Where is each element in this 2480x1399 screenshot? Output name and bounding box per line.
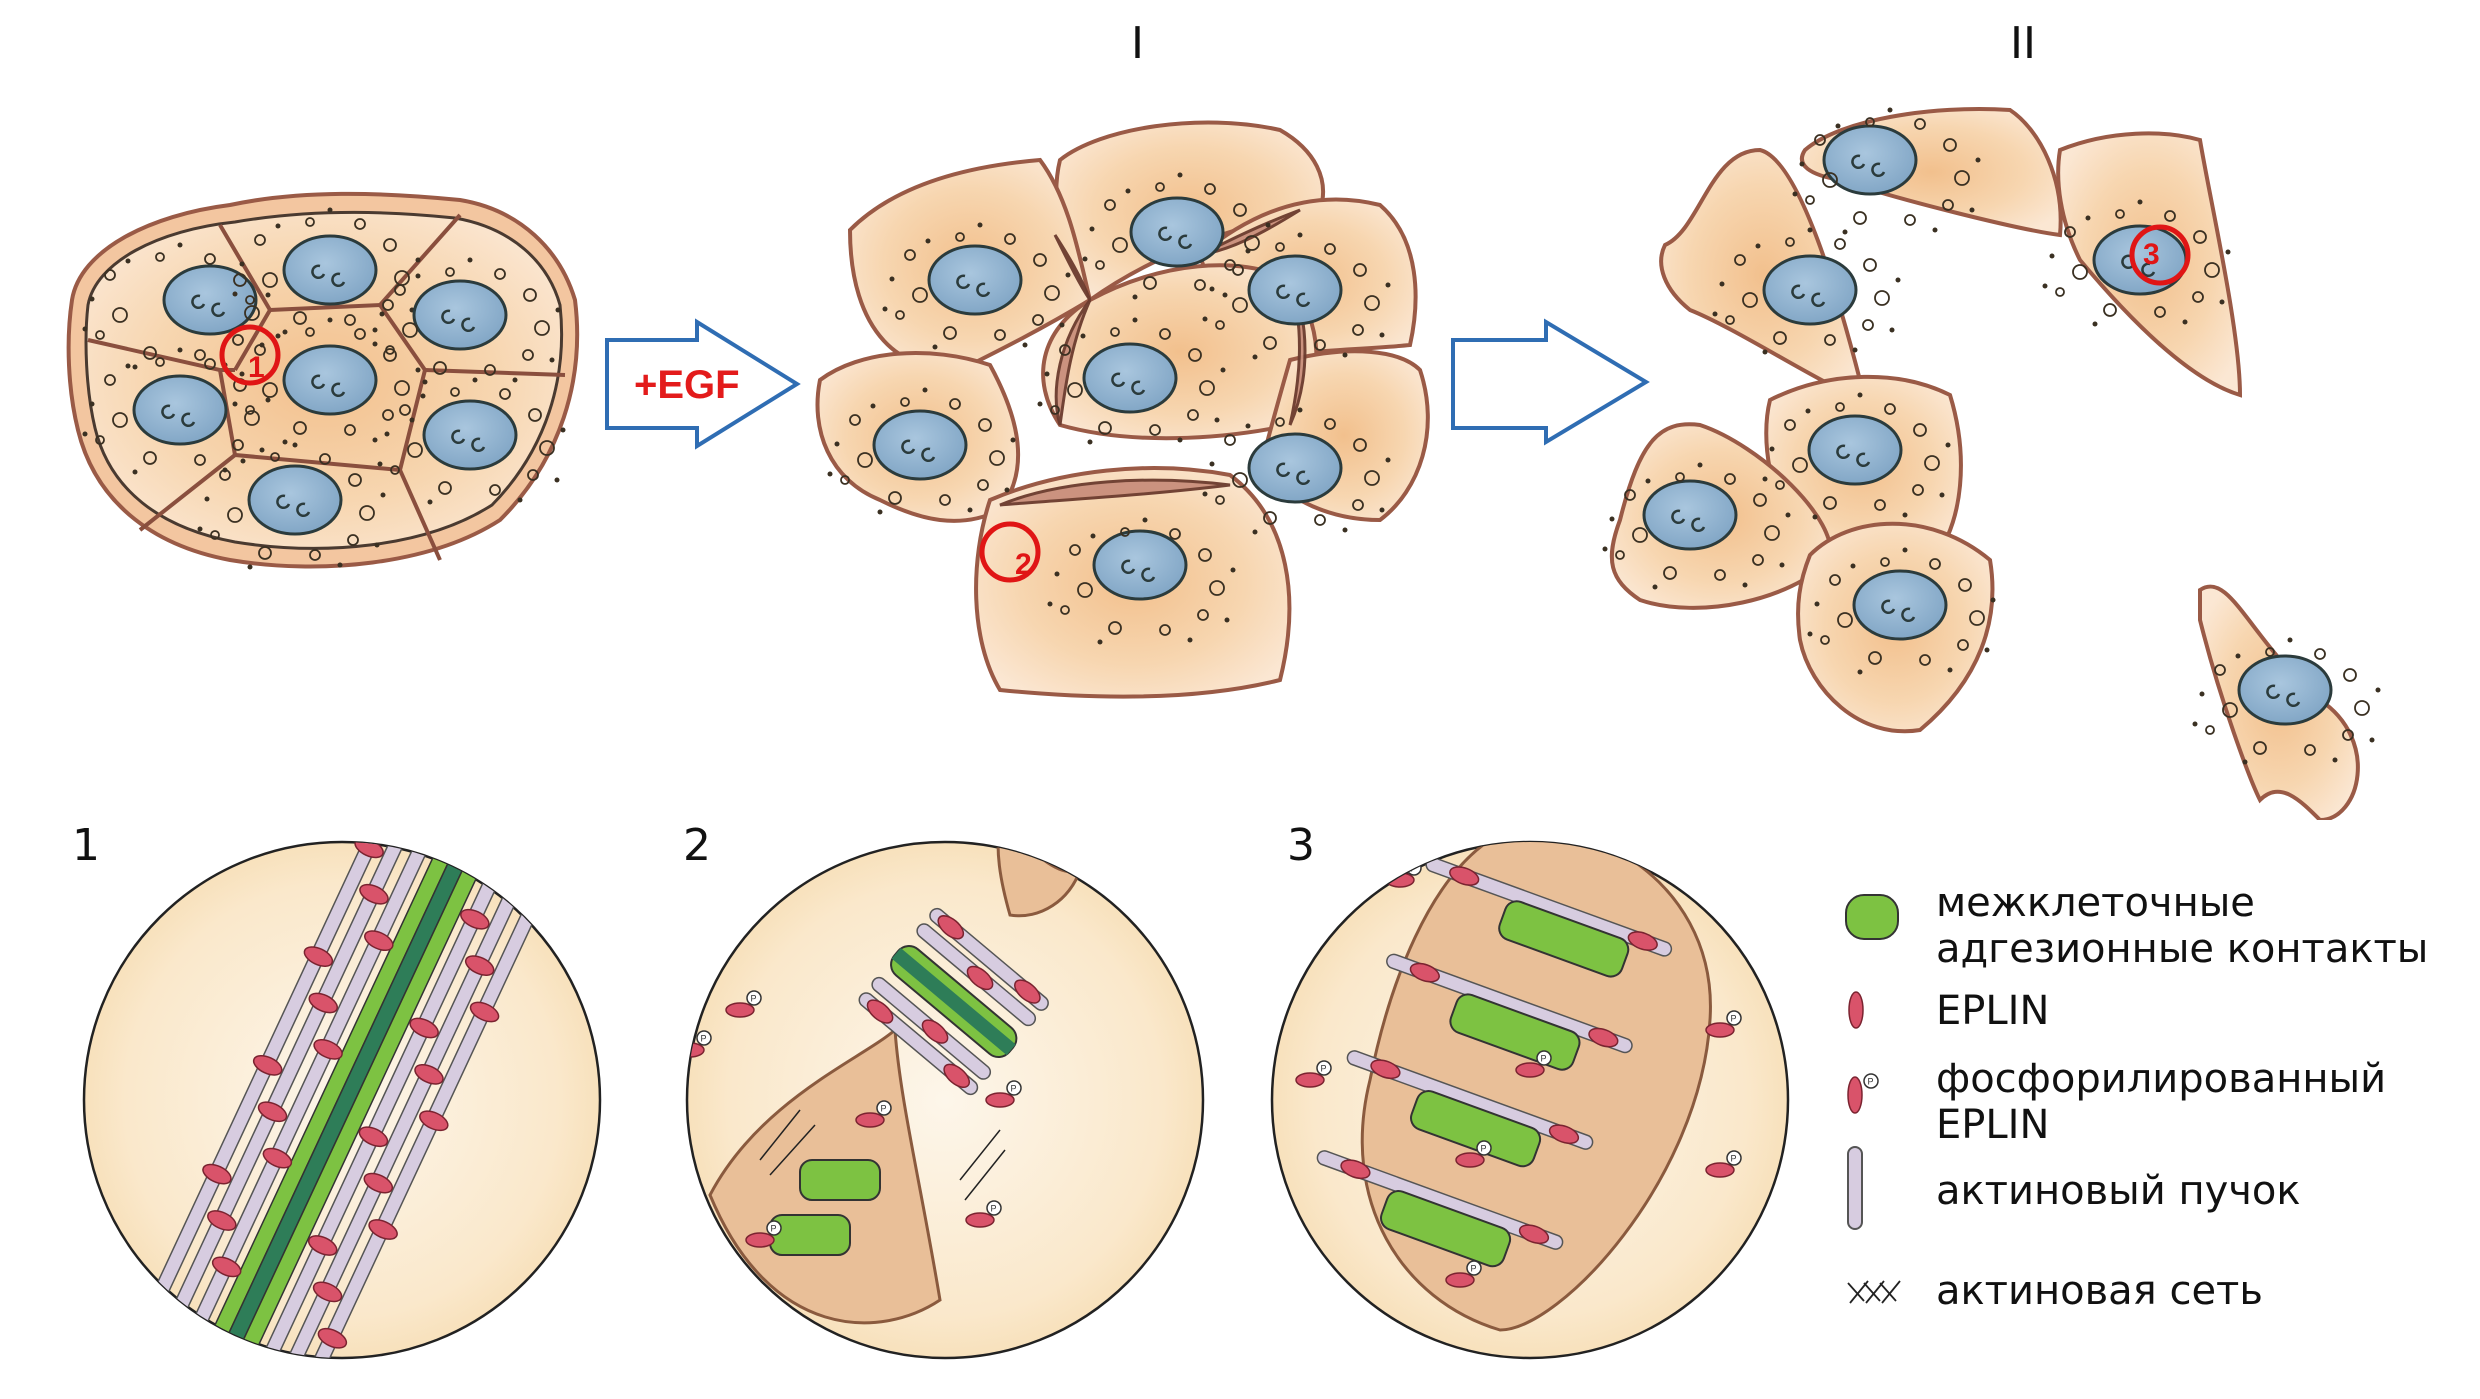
legend-item-actin-network: актиновая сеть xyxy=(1936,1268,2263,1314)
legend-icons: P xyxy=(1845,894,1901,1304)
actin-bundle-icon xyxy=(1847,1146,1863,1230)
legend-label-line: актиновая сеть xyxy=(1936,1268,2263,1314)
detail-panel-2 xyxy=(685,840,1205,1360)
adhesion-contact-icon xyxy=(1845,894,1899,940)
legend-label-line: межклеточные xyxy=(1936,880,2255,926)
egf-label: +EGF xyxy=(634,363,740,407)
stage-ii-cells: 3 xyxy=(1601,106,2382,820)
zoom-marker-2-label: 2 xyxy=(1015,548,1032,581)
phospho-eplin-icon: P xyxy=(1847,1073,1879,1114)
zoom-marker-1 xyxy=(219,324,281,386)
legend-item-adhesion: межклеточные адгезионные контакты xyxy=(1936,880,2428,972)
zoom-marker-1-label: 1 xyxy=(248,351,265,384)
zoom-marker-2 xyxy=(979,521,1041,583)
stage-i-cell-cluster: 2 xyxy=(815,120,1430,699)
egf-arrow: +EGF xyxy=(605,318,801,450)
legend-label-line: EPLIN xyxy=(1936,988,2050,1034)
legend-item-actin-bundle: актиновый пучок xyxy=(1936,1168,2301,1214)
initial-cell-cluster: 1 xyxy=(66,191,580,571)
progression-arrow xyxy=(1451,318,1650,446)
legend-label-line: актиновый пучок xyxy=(1936,1168,2301,1214)
legend-label-line: адгезионные контакты xyxy=(1936,926,2429,972)
cell-stages-illustration: 1 +EGF 2 xyxy=(66,106,2382,820)
zoom-marker-3-label: 3 xyxy=(2143,238,2160,271)
svg-text:P: P xyxy=(1868,1077,1874,1087)
detail-panel-1-number: 1 xyxy=(72,820,100,871)
eplin-icon xyxy=(1848,991,1864,1029)
stage-label-i: I xyxy=(1131,18,1144,69)
zoom-marker-3 xyxy=(2129,224,2191,286)
detail-panel-3 xyxy=(1270,840,1790,1360)
detail-panel-1 xyxy=(82,773,602,1399)
stage-label-ii: II xyxy=(2010,18,2036,69)
detail-panel-3-number: 3 xyxy=(1287,820,1315,871)
legend-label-line: EPLIN xyxy=(1936,1102,2050,1148)
legend-item-phospho-eplin: фосфорилированный EPLIN xyxy=(1936,1056,2386,1148)
detail-panel-2-number: 2 xyxy=(683,820,711,871)
legend-item-eplin: EPLIN xyxy=(1936,988,2049,1034)
legend-label-line: фосфорилированный xyxy=(1936,1056,2387,1102)
actin-network-icon xyxy=(1847,1280,1901,1304)
